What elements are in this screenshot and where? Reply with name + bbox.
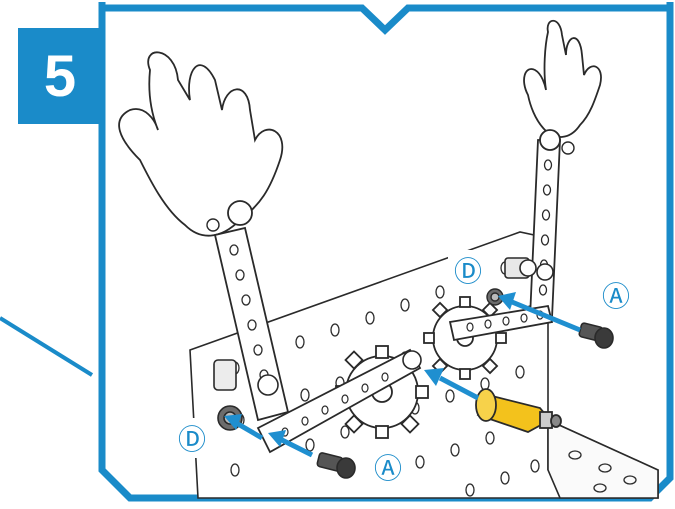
right-perforated-strip xyxy=(530,130,574,318)
previous-panel-frame xyxy=(0,318,92,375)
part-callout-a: Ⓐ xyxy=(368,447,408,487)
nut-icon xyxy=(505,258,536,278)
step-number-badge: 5 xyxy=(18,28,102,124)
part-callout-d: Ⓓ xyxy=(448,250,488,290)
part-callout-a: Ⓐ xyxy=(596,275,636,315)
screw-icon xyxy=(579,323,613,348)
right-hand-icon xyxy=(524,21,601,137)
part-callout-d: Ⓓ xyxy=(172,418,212,458)
left-hand-icon xyxy=(119,52,282,235)
